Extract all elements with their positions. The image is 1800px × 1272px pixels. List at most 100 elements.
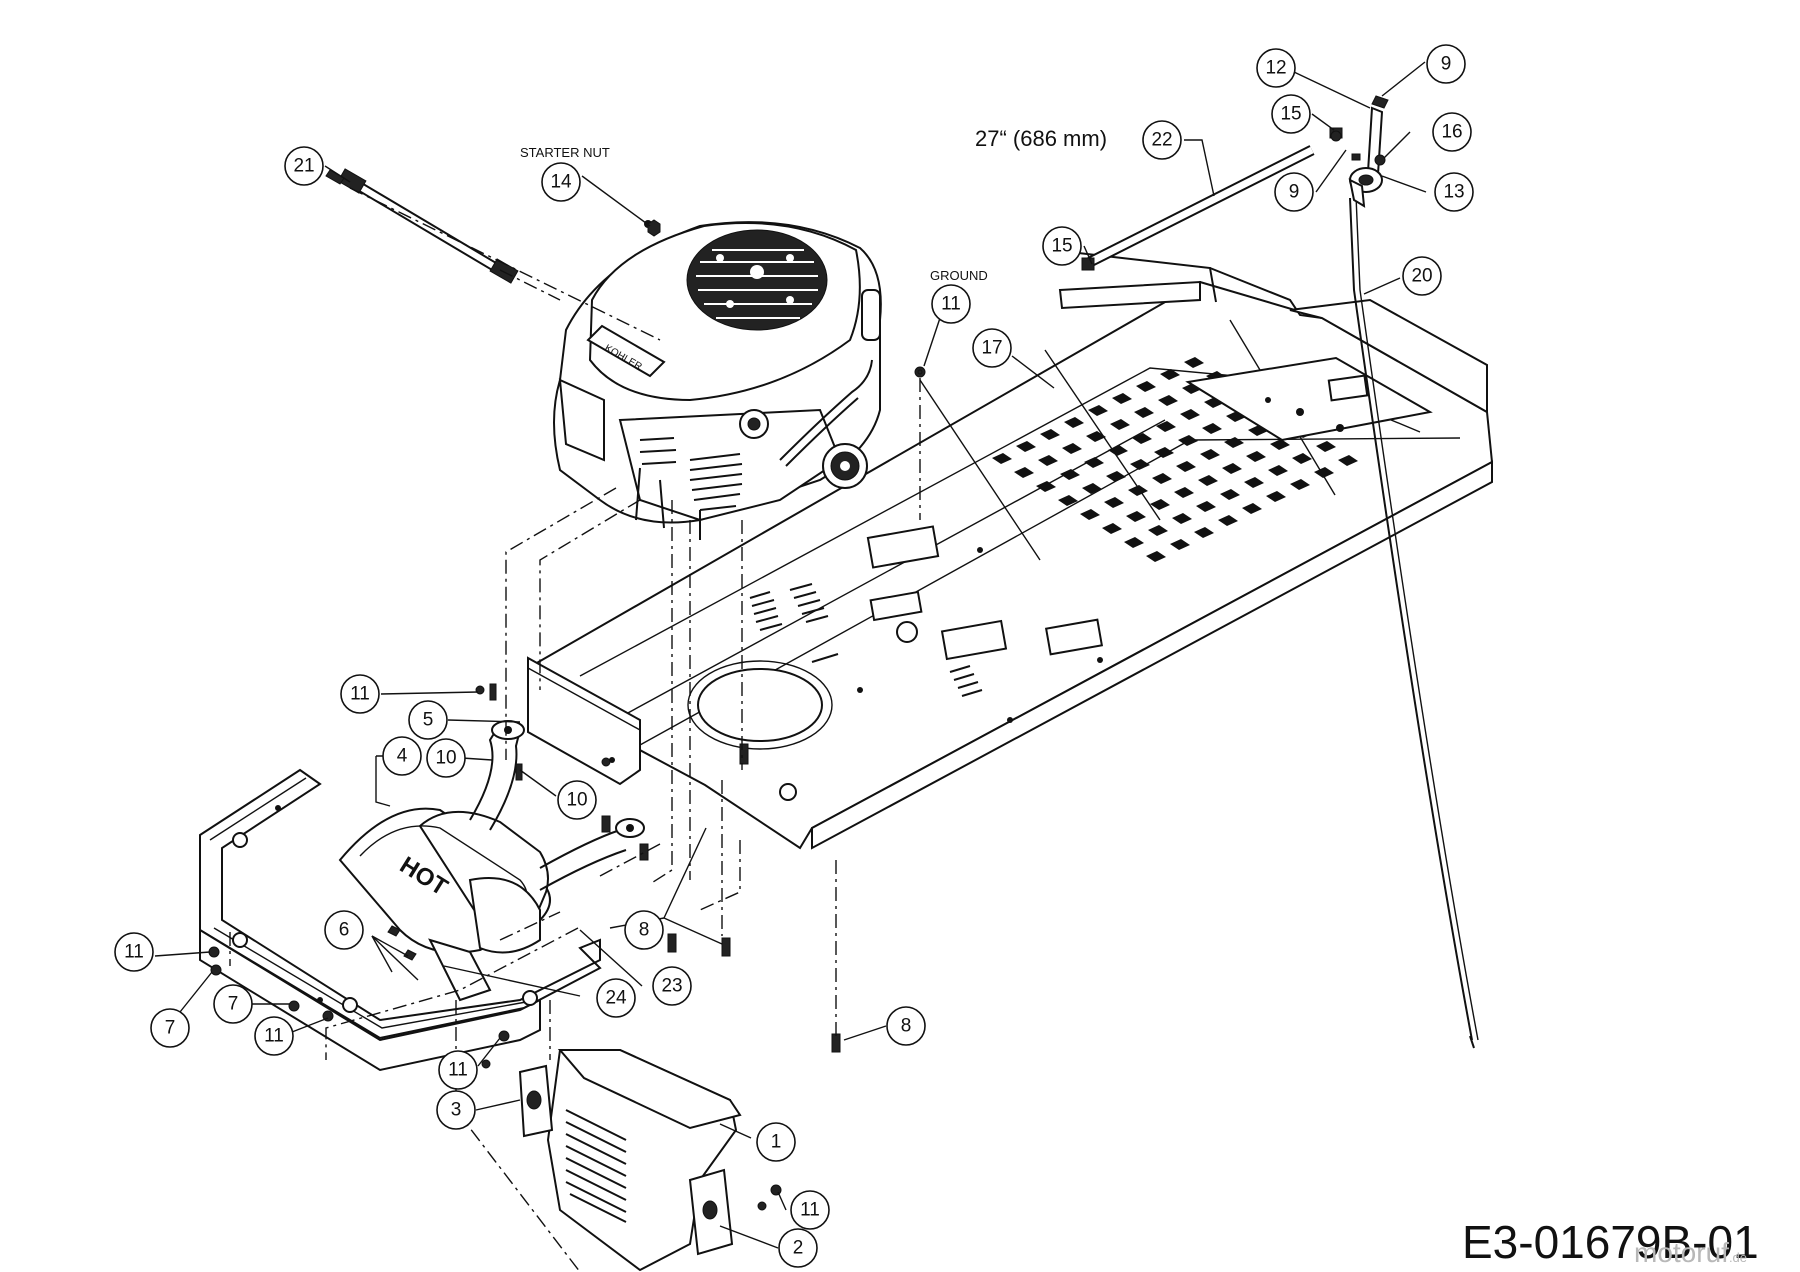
chassis-frame xyxy=(527,249,1494,850)
svg-text:7: 7 xyxy=(165,1018,176,1039)
callout-2: 2 xyxy=(778,1228,818,1268)
floor-hole xyxy=(1338,455,1358,466)
floor-hole xyxy=(1290,479,1310,490)
svg-text:15: 15 xyxy=(1051,236,1072,257)
callout-21: 21 xyxy=(284,146,324,186)
floor-hole xyxy=(1132,433,1152,444)
floor-hole xyxy=(1104,497,1124,508)
floor-hole xyxy=(1244,477,1264,488)
callout-8: 8 xyxy=(886,1006,926,1046)
callout-3: 3 xyxy=(436,1090,476,1130)
callout-11: 11 xyxy=(254,1016,294,1056)
svg-text:11: 11 xyxy=(350,684,370,705)
floor-hole xyxy=(1270,439,1290,450)
floor-hole xyxy=(1194,527,1214,538)
svg-text:21: 21 xyxy=(293,156,314,177)
svg-text:15: 15 xyxy=(1280,104,1301,125)
floor-hole xyxy=(1146,551,1166,562)
floor-hole xyxy=(1176,461,1196,472)
svg-text:20: 20 xyxy=(1411,266,1432,287)
callout-7: 7 xyxy=(213,984,253,1024)
floor-hole xyxy=(1106,471,1126,482)
svg-text:16: 16 xyxy=(1441,122,1462,143)
floor-hole xyxy=(1134,407,1154,418)
engine-cylinder-fins xyxy=(639,437,743,511)
svg-text:7: 7 xyxy=(228,994,239,1015)
floor-hole xyxy=(1196,501,1216,512)
svg-text:3: 3 xyxy=(451,1100,462,1121)
svg-text:6: 6 xyxy=(339,920,350,941)
engine: KOHLER xyxy=(553,220,882,540)
floor-hole xyxy=(1126,511,1146,522)
engine-fan-grille xyxy=(696,249,818,319)
callout-11: 11 xyxy=(114,932,154,972)
floor-hole xyxy=(1180,409,1200,420)
callout-7: 7 xyxy=(150,1008,190,1048)
callout-17: 17 xyxy=(972,328,1012,368)
floor-hole xyxy=(1036,481,1056,492)
rear-bumper-frame xyxy=(199,768,602,1072)
floor-hole xyxy=(1082,483,1102,494)
svg-text:22: 22 xyxy=(1151,130,1172,151)
floor-hole xyxy=(1220,489,1240,500)
callout-1: 1 xyxy=(756,1122,796,1162)
floor-hole xyxy=(1200,449,1220,460)
floor-hole xyxy=(1172,513,1192,524)
muffler-bracket xyxy=(527,656,641,786)
svg-text:23: 23 xyxy=(661,976,682,997)
floor-hole xyxy=(1224,437,1244,448)
svg-text:10: 10 xyxy=(566,790,587,811)
floor-hole xyxy=(1110,419,1130,430)
floor-hole xyxy=(1292,453,1312,464)
floor-hole xyxy=(1016,441,1036,452)
callout-10: 10 xyxy=(426,738,466,778)
callout-9: 9 xyxy=(1274,172,1314,212)
floor-hole xyxy=(1062,443,1082,454)
callout-8: 8 xyxy=(624,910,664,950)
floor-hole xyxy=(1064,417,1084,428)
floor-hole xyxy=(1108,445,1128,456)
svg-text:2: 2 xyxy=(793,1238,804,1259)
floor-hole xyxy=(1218,515,1238,526)
callout-13: 13 xyxy=(1434,172,1474,212)
floor-hole xyxy=(1198,475,1218,486)
floor-hole xyxy=(1316,441,1336,452)
floor-hole xyxy=(1152,473,1172,484)
callout-5: 5 xyxy=(408,700,448,740)
callout-bubbles: 12 9 15 16 22 9 13 21 14 15 20 11 17 11 … xyxy=(114,44,1474,1268)
callout-11: 11 xyxy=(340,674,380,714)
guard-vent-slots xyxy=(565,1109,627,1223)
callout-24: 24 xyxy=(596,978,636,1018)
floor-hole xyxy=(1014,467,1034,478)
deck-vent-slots xyxy=(749,583,983,697)
svg-text:12: 12 xyxy=(1265,58,1286,79)
floor-hole xyxy=(1080,509,1100,520)
svg-text:24: 24 xyxy=(605,988,627,1009)
oil-drain-hose xyxy=(325,168,519,284)
svg-text:11: 11 xyxy=(941,294,961,315)
svg-text:11: 11 xyxy=(800,1200,820,1221)
floor-hole xyxy=(1184,357,1204,368)
starter-nut xyxy=(647,219,661,237)
callout-6: 6 xyxy=(324,910,364,950)
svg-text:8: 8 xyxy=(901,1016,912,1037)
starter-nut-label: STARTER NUT xyxy=(520,145,610,160)
floor-hole xyxy=(1058,495,1078,506)
svg-text:13: 13 xyxy=(1443,182,1464,203)
svg-text:9: 9 xyxy=(1289,182,1300,203)
floor-hole xyxy=(1178,435,1198,446)
floor-hole xyxy=(992,453,1012,464)
callout-10: 10 xyxy=(557,780,597,820)
rod-length-label: 27“ (686 mm) xyxy=(975,126,1107,151)
svg-text:17: 17 xyxy=(981,338,1002,359)
floor-hole xyxy=(1038,455,1058,466)
callout-12: 12 xyxy=(1256,48,1296,88)
floor-hole xyxy=(1130,459,1150,470)
floor-hole xyxy=(1136,381,1156,392)
svg-text:11: 11 xyxy=(448,1060,468,1081)
floor-hole xyxy=(1148,525,1168,536)
callout-14: 14 xyxy=(541,162,581,202)
floor-hole xyxy=(1170,539,1190,550)
svg-text:4: 4 xyxy=(397,746,408,767)
callout-4: 4 xyxy=(382,736,422,776)
